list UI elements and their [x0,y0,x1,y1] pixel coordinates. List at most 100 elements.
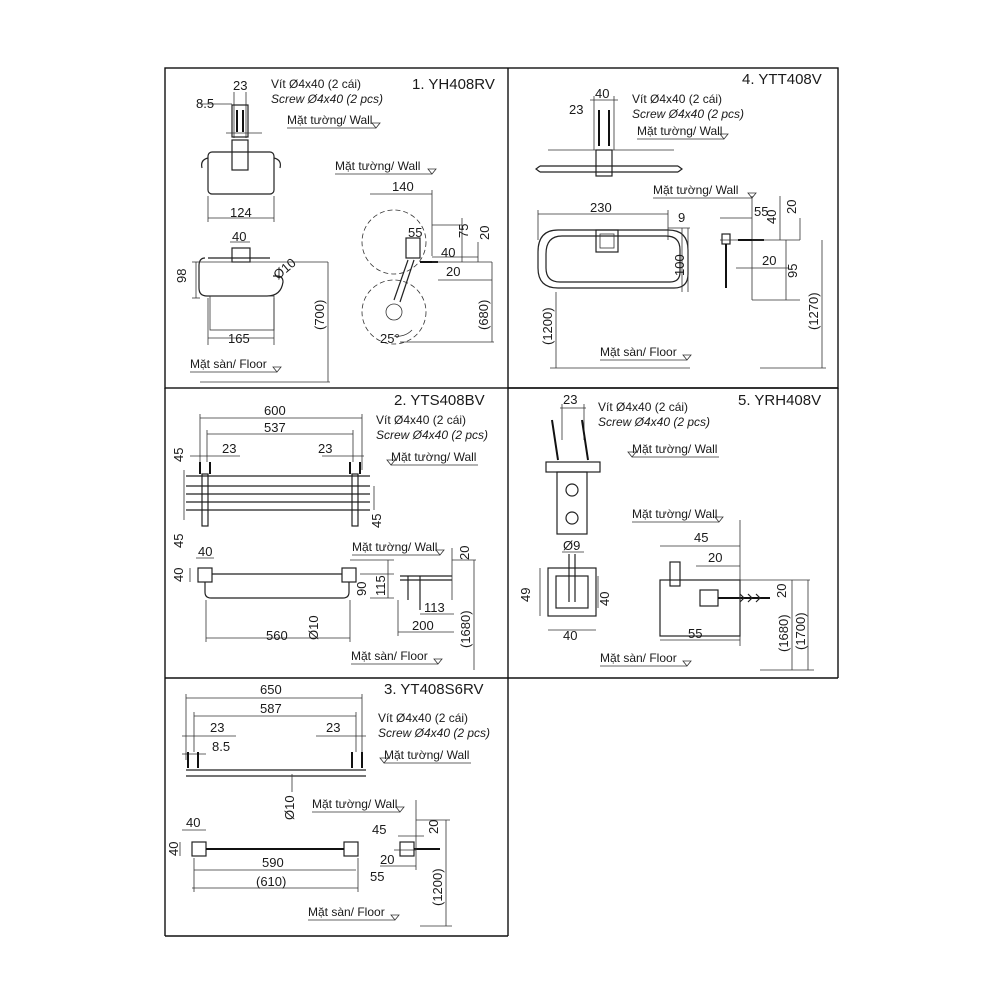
dim-label: 200 [412,618,434,633]
panel-yh408rv: 1. YH408RV Vít Ø4x40 (2 cái) Screw Ø4x40… [174,76,495,383]
screw-label-en: Screw Ø4x40 (2 pcs) [598,415,710,429]
towel-shelf-top-view [183,414,375,527]
dim-label: 55 [370,869,384,884]
panel-yts408bv: 2. YTS408BV Vít Ø4x40 (2 cái) Screw Ø4x4… [171,392,488,670]
dim-label: 650 [260,682,282,697]
dim-label: (1680) [776,614,791,652]
panel-title: 2. YTS408BV [394,392,485,409]
robe-hook-top-view [545,404,601,535]
floor-label: Mặt sàn/ Floor [351,649,428,663]
dim-label: 75 [456,224,471,238]
dim-label: 40 [563,628,577,643]
dim-label: 45 [372,822,386,837]
wall-label: Mặt tường/ Wall [391,450,476,464]
dim-label: 45 [694,530,708,545]
floor-label: Mặt sàn/ Floor [600,345,677,359]
dim-label: 40 [186,815,200,830]
towel-ring-side-view [720,196,826,369]
dim-label: 23 [233,78,247,93]
dim-label: (1200) [540,307,555,345]
towel-ring-top-view [535,96,683,177]
dim-label: (1680) [458,610,473,648]
dim-label: (680) [476,300,491,330]
dim-label: 165 [228,331,250,346]
wall-label: Mặt tường/ Wall [637,124,722,138]
dim-label: Ø10 [306,615,321,640]
floor-label: Mặt sàn/ Floor [308,905,385,919]
dim-label: 40 [764,210,779,224]
dim-label: 55 [688,626,702,641]
dim-label: (1200) [430,868,445,906]
dim-label: Ø10 [282,795,297,820]
dim-label: 90 [354,582,369,596]
dim-label: 40 [595,86,609,101]
dim-label: 124 [230,205,252,220]
floor-label: Mặt sàn/ Floor [190,357,267,371]
dim-label: 45 [171,534,186,548]
panel-title: 1. YH408RV [412,76,495,93]
dim-label: 8.5 [212,739,230,754]
screw-label-vi: Vít Ø4x40 (2 cái) [598,400,688,414]
dim-label: Ø10 [270,255,298,282]
dim-label: 230 [590,200,612,215]
paper-holder-front-view [192,241,330,383]
screw-label-vi: Vít Ø4x40 (2 cái) [376,413,466,427]
dim-label: 40 [232,229,246,244]
dim-label: 40 [198,544,212,559]
dim-label: 100 [672,254,687,276]
dim-label: 23 [210,720,224,735]
wall-label: Mặt tường/ Wall [632,507,717,521]
dim-label: 23 [569,102,583,117]
dim-label: 140 [392,179,414,194]
towel-shelf-front-view [189,557,394,642]
towel-shelf-side-view [397,548,476,670]
panel-title: 4. YTT408V [742,71,822,88]
panel-frames [164,67,839,937]
dim-label: 600 [264,403,286,418]
dim-label: 23 [326,720,340,735]
panel-yrh408v: 5. YRH408V Vít Ø4x40 (2 cái) Screw Ø4x40… [518,392,821,671]
dim-label: 55 [408,225,422,240]
dim-label: 20 [446,264,460,279]
wall-label: Mặt tường/ Wall [632,442,717,456]
dim-label: 45 [369,514,384,528]
floor-label: Mặt sàn/ Floor [600,651,677,665]
dim-label: 98 [174,269,189,283]
dim-label: 23 [222,441,236,456]
dim-label: 560 [266,628,288,643]
screw-label-en: Screw Ø4x40 (2 pcs) [632,107,744,121]
dim-label: 20 [477,226,492,240]
wall-label: Mặt tường/ Wall [335,159,420,173]
panel-ytt408v: 4. YTT408V Vít Ø4x40 (2 cái) Screw Ø4x40… [535,71,826,369]
dim-label: 23 [563,392,577,407]
dim-label: 9 [678,210,685,225]
robe-hook-front-view [539,551,599,631]
dim-label: 20 [784,200,799,214]
towel-ring-front-view [537,210,690,369]
dim-label: 40 [441,245,455,260]
wall-label: Mặt tường/ Wall [653,183,738,197]
paper-holder-top-view [200,92,281,222]
screw-label-vi: Vít Ø4x40 (2 cái) [632,92,722,106]
dim-label: 115 [373,575,388,596]
dim-label: 113 [424,600,445,615]
dim-label: (700) [312,300,327,330]
dim-label: 20 [380,852,394,867]
panel-title: 5. YRH408V [738,392,821,409]
dim-label: 45 [171,448,186,462]
dim-label: 587 [260,701,282,716]
screw-label-vi: Vít Ø4x40 (2 cái) [271,77,361,91]
dim-label: 40 [597,592,612,606]
wall-label: Mặt tường/ Wall [287,113,372,127]
dim-label: 40 [166,842,181,856]
dim-label: 20 [762,253,776,268]
wall-label: Mặt tường/ Wall [384,748,469,762]
dim-label: 20 [426,820,441,834]
screw-label-en: Screw Ø4x40 (2 pcs) [271,92,383,106]
dim-label: 40 [171,568,186,582]
wall-label: Mặt tường/ Wall [352,540,437,554]
dim-label: 8.5 [196,96,214,111]
screw-label-en: Screw Ø4x40 (2 pcs) [376,428,488,442]
dim-label: 25° [380,331,400,346]
